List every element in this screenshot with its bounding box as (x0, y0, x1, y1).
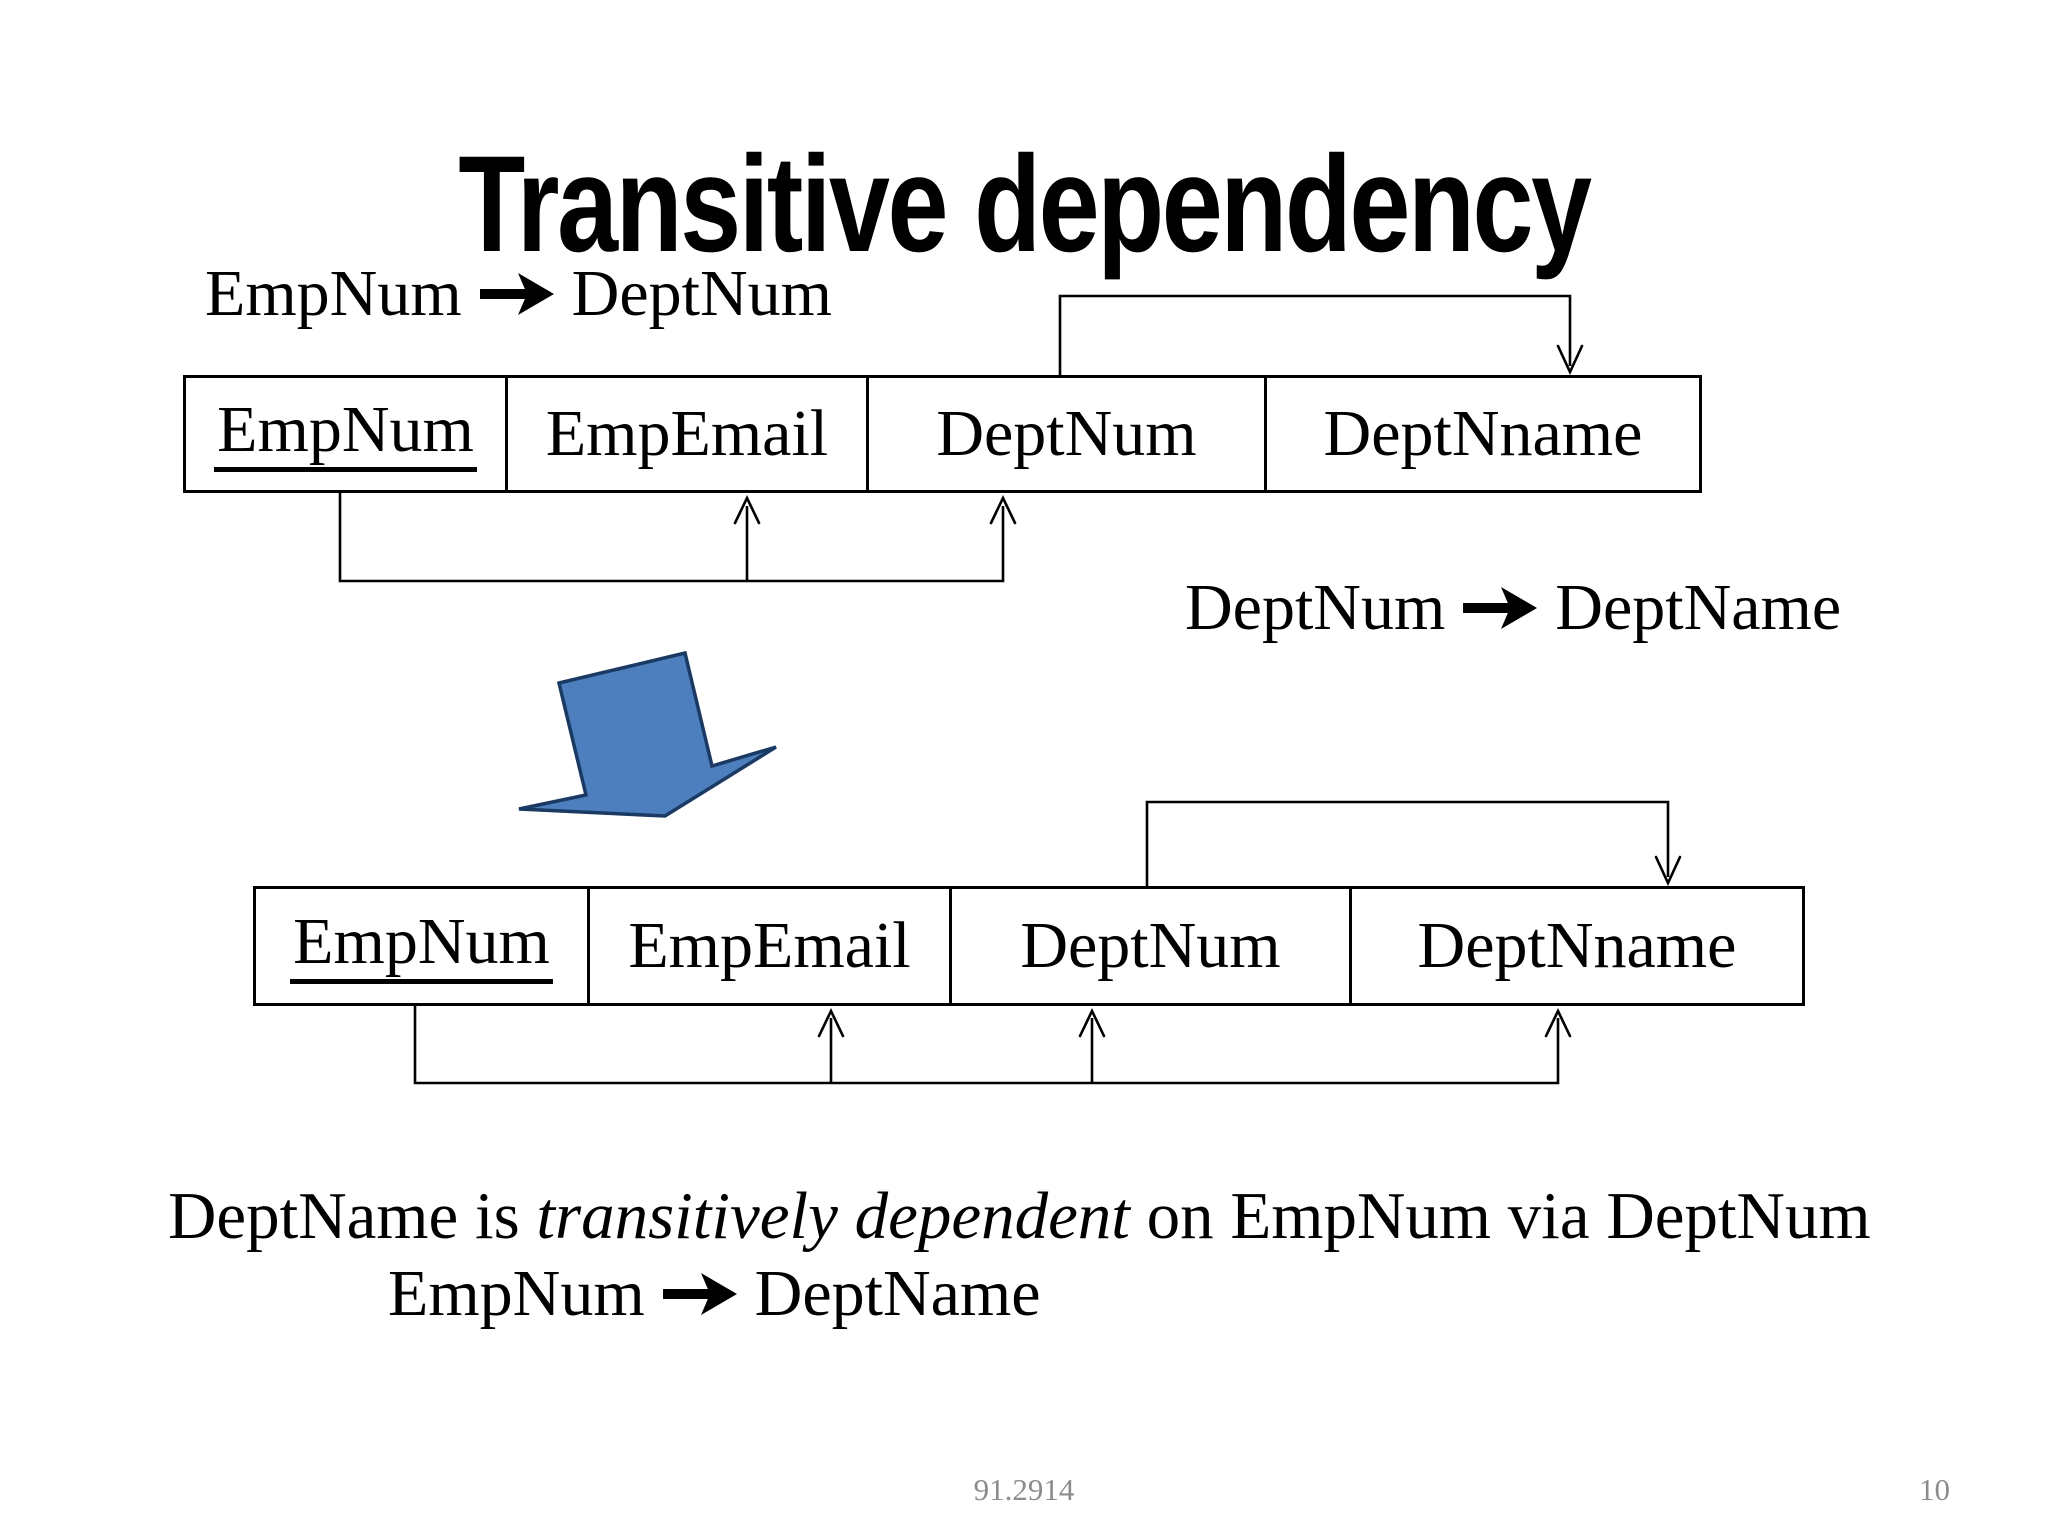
page-title: Transitive dependency (458, 128, 1592, 281)
connector-bottom-table2 (413, 1006, 1572, 1085)
table-cell-empemail: EmpEmail (590, 889, 952, 1003)
table-cell-deptnname: DeptNname (1267, 378, 1699, 490)
column-label: DeptNum (936, 397, 1197, 470)
fd-dependent: DeptName (1555, 571, 1842, 644)
fd-statement-empnum-deptname: EmpNum DeptName (388, 1257, 1041, 1331)
connector-top-table1 (1058, 294, 1584, 376)
fd-dependent: DeptName (754, 1257, 1041, 1330)
fd-determinant: EmpNum (205, 257, 462, 330)
primary-key-label: EmpNum (290, 908, 553, 984)
column-label: DeptNum (1020, 909, 1281, 982)
fd-statement-empnum-deptnum: EmpNum DeptNum (205, 257, 832, 331)
conclusion-sentence: DeptName is transitively dependent on Em… (168, 1178, 1871, 1255)
right-arrow-icon (1463, 587, 1538, 630)
fd-dependent: DeptNum (571, 257, 832, 330)
right-arrow-icon (479, 273, 554, 316)
conclusion-lead: DeptName is (168, 1179, 537, 1253)
table-cell-empnum: EmpNum (256, 889, 590, 1003)
column-label: DeptNname (1323, 397, 1643, 470)
column-label: DeptNname (1417, 909, 1737, 982)
table-cell-empnum: EmpNum (186, 378, 508, 490)
table-cell-deptnum: DeptNum (869, 378, 1267, 490)
fd-determinant: DeptNum (1185, 571, 1446, 644)
connector-bottom-table1 (338, 493, 1017, 583)
column-label: EmpEmail (628, 909, 911, 982)
conclusion-tail: on EmpNum via DeptNum (1129, 1179, 1871, 1253)
right-arrow-icon (662, 1273, 737, 1316)
footer-page-number: 10 (1919, 1472, 1950, 1507)
fd-statement-deptnum-deptname: DeptNum DeptName (1185, 571, 1842, 645)
table-cell-empemail: EmpEmail (508, 378, 869, 490)
fd-determinant: EmpNum (388, 1257, 645, 1330)
connector-top-table2 (1145, 800, 1682, 887)
conclusion-emphasis: transitively dependent (536, 1179, 1130, 1253)
relation-table-top: EmpNum EmpEmail DeptNum DeptNname (183, 375, 1702, 493)
primary-key-label: EmpNum (214, 396, 477, 472)
relation-table-bottom: EmpNum EmpEmail DeptNum DeptNname (253, 886, 1805, 1006)
transform-arrow (518, 650, 777, 818)
column-label: EmpEmail (545, 397, 829, 470)
table-cell-deptnum: DeptNum (952, 889, 1352, 1003)
table-cell-deptnname: DeptNname (1352, 889, 1802, 1003)
footer-course-number: 91.2914 (973, 1472, 1075, 1507)
